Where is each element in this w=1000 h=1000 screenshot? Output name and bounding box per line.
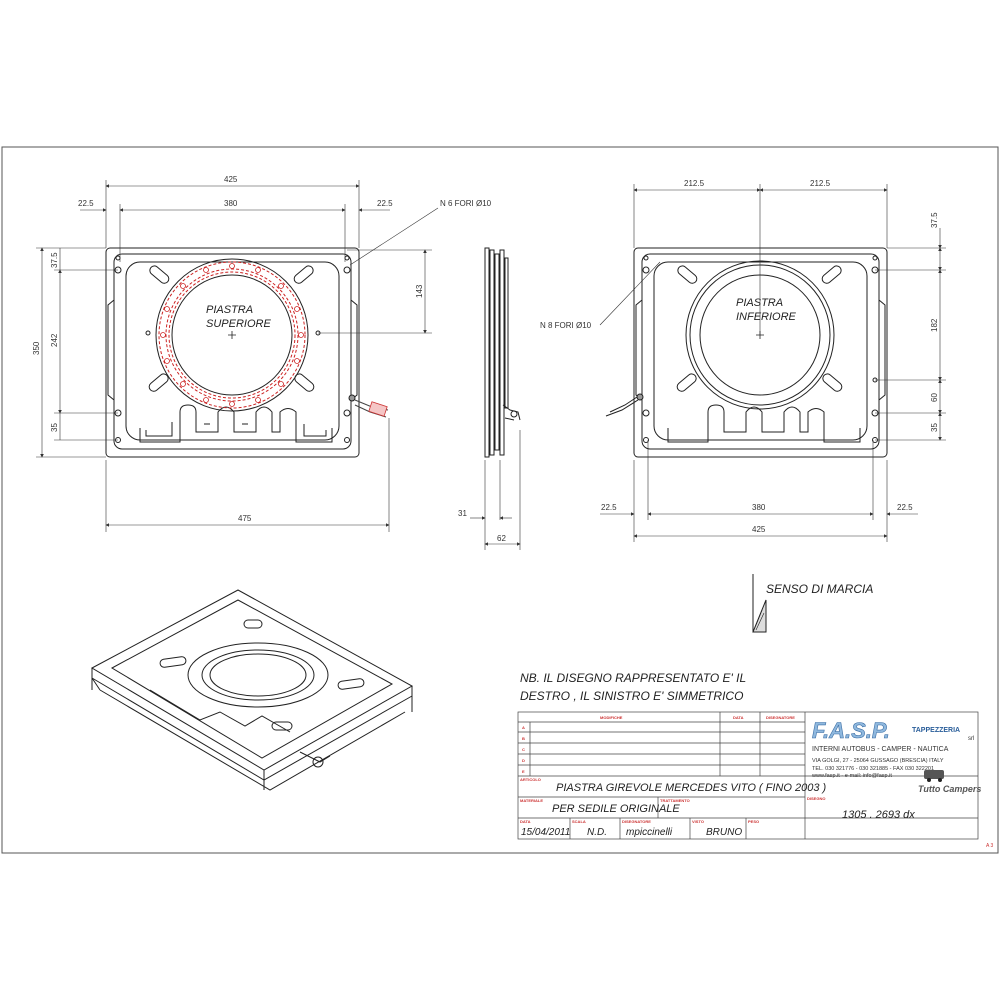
slot [293, 265, 314, 284]
sheet-border [1, 146, 999, 854]
dimensions-top-left [36, 180, 439, 532]
dim-margin-right: 22.5 [377, 199, 393, 208]
rev-c: C [522, 747, 525, 752]
rev-a: A [522, 725, 525, 730]
dim-margin-left: 22.5 [78, 199, 94, 208]
label-piastra-superiore-2: SUPERIORE [206, 318, 271, 330]
label-trattamento: TRATTAMENTO [660, 798, 690, 803]
disegnatore-value: mpiccinelli [626, 827, 673, 838]
label-data: DATA [520, 819, 531, 824]
camper-icon [924, 770, 944, 782]
dim-half-right: 212.5 [810, 179, 831, 188]
plate-outline [105, 247, 360, 458]
note-line-2: DESTRO , IL SINISTRO E' SIMMETRICO [520, 689, 743, 703]
sheet-size: A 3 [986, 843, 993, 849]
rev-b: B [522, 736, 525, 741]
label-articolo: ARTICOLO [520, 777, 541, 782]
note-holes-6: N 6 FORI Ø10 [440, 199, 492, 208]
dim-bottom-inner: 380 [752, 503, 766, 512]
dim-top-offset-r: 37.5 [930, 212, 939, 228]
dim-bottom-offset: 35 [50, 423, 59, 432]
company-brand: Tutto Campers [918, 784, 981, 794]
materiale: PER SEDILE ORIGINALE [552, 803, 680, 815]
view-side [484, 247, 521, 458]
dim-half-left: 212.5 [684, 179, 705, 188]
direction-arrow-icon [752, 574, 767, 633]
view-piastra-superiore [105, 247, 389, 458]
dim-thickness: 31 [458, 509, 467, 518]
dim-inner-width: 380 [224, 199, 238, 208]
label-piastra-inferiore-2: INFERIORE [736, 311, 797, 323]
dim-margin-right-r: 22.5 [897, 503, 913, 512]
note-line-1: NB. IL DISEGNO RAPPRESENTATO E' IL [520, 671, 746, 685]
label-peso: PESO [748, 819, 759, 824]
label-materiale: MATERIALE [520, 798, 543, 803]
disegno-number: 1305 . 2693 dx [842, 809, 915, 821]
company-suffix: TAPPEZZERIA [912, 727, 960, 734]
slot [149, 265, 170, 284]
dim-right-height: 143 [415, 284, 424, 298]
dim-overall-width: 425 [224, 175, 238, 184]
dim-bottom-offset-r: 35 [930, 423, 939, 432]
direction-label: SENSO DI MARCIA [766, 582, 873, 596]
company-line-4: www.fasp.it - e-mail: info@fasp.it [811, 773, 892, 779]
dim-depth: 62 [497, 534, 506, 543]
data-value: 15/04/2011 [521, 827, 570, 838]
label-disegno: DISEGNO [807, 796, 825, 801]
company-line-3: TEL. 030 321776 - 030 321885 - FAX 030 3… [812, 766, 934, 772]
label-piastra-superiore-1: PIASTRA [206, 304, 253, 316]
rev-e: E [522, 769, 525, 774]
visto-value: BRUNO [706, 827, 742, 838]
header-modifiche: MODIFICHE [600, 715, 623, 720]
company-line-1: INTERNI AUTOBUS - CAMPER - NAUTICA [812, 746, 949, 753]
dim-height: 350 [32, 341, 41, 355]
dim-height-182: 182 [930, 318, 939, 332]
hidden-bolt-holes [160, 263, 304, 407]
company-logo: F.A.S.P. [812, 718, 890, 743]
dimensions-top-right [600, 184, 946, 542]
dim-height-60: 60 [930, 393, 939, 402]
slot [148, 373, 169, 392]
header-data: DATA [733, 715, 744, 720]
dim-bottom-width: 475 [238, 514, 252, 523]
articolo: PIASTRA GIREVOLE MERCEDES VITO ( FINO 20… [556, 782, 827, 794]
isometric-view [90, 589, 414, 791]
label-disegnatore: DISEGNATORE [622, 819, 651, 824]
scala-value: N.D. [587, 827, 607, 838]
company-srl: srl [968, 736, 974, 742]
rev-d: D [522, 758, 525, 763]
header-disegnatore: DISEGNATORE [766, 715, 795, 720]
dimensions-side [470, 261, 661, 550]
title-block [517, 711, 979, 840]
dim-bottom-overall: 425 [752, 525, 766, 534]
dim-margin-left-r: 22.5 [601, 503, 617, 512]
label-visto: VISTO [692, 819, 704, 824]
company-line-2: VIA GOLGI, 27 - 25064 GUSSAGO (BRESCIA) … [812, 758, 944, 764]
label-scala: SCALA [572, 819, 586, 824]
label-piastra-inferiore-1: PIASTRA [736, 297, 783, 309]
view-piastra-inferiore [605, 247, 888, 458]
dim-top-offset: 37.5 [50, 252, 59, 268]
note-holes-8: N 8 FORI Ø10 [540, 321, 592, 330]
dim-inner-height: 242 [50, 333, 59, 347]
